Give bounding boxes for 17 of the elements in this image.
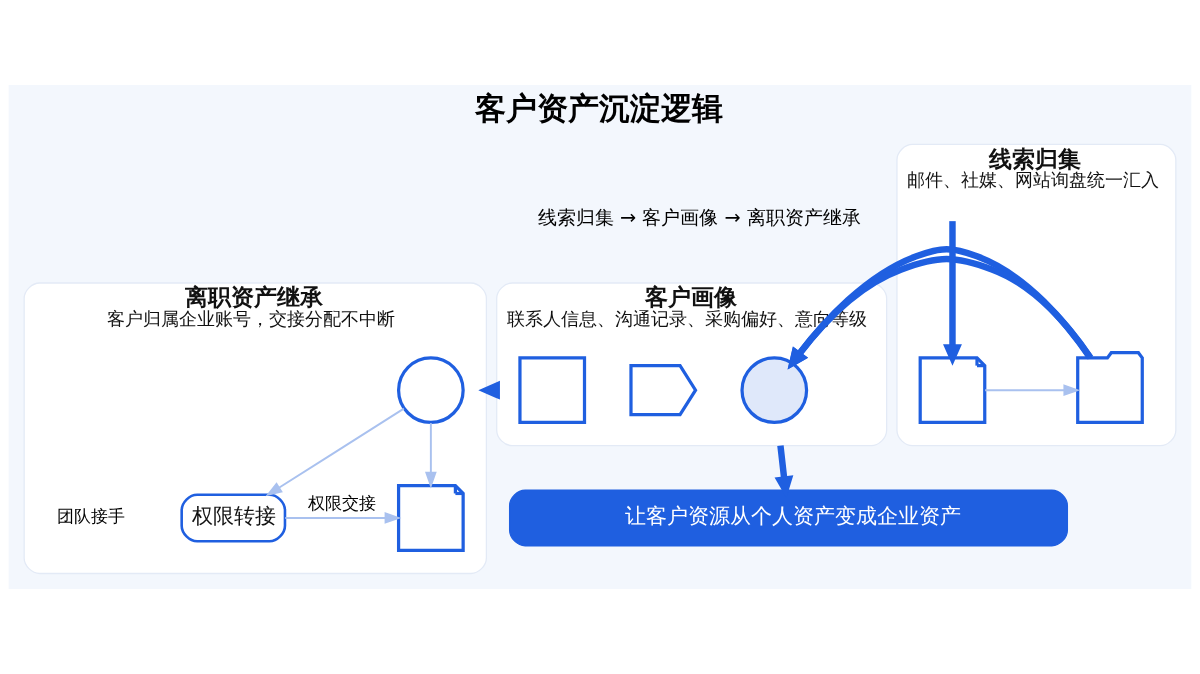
arrow bbox=[787, 246, 1094, 370]
node-box: 让客户资源从个人资产变成企业资产 bbox=[508, 489, 1069, 547]
label: 团队接手 bbox=[57, 506, 126, 527]
cluster: 线索归集 邮件、社媒、网站询盘统一汇入 bbox=[896, 143, 1177, 447]
arrow bbox=[265, 407, 405, 497]
node-person bbox=[740, 356, 809, 425]
label: 线索归集 → 客户画像 → 离职资产继承 bbox=[537, 206, 861, 230]
node-box: 权限转接 bbox=[180, 493, 287, 543]
arrow bbox=[284, 512, 402, 524]
node-folder bbox=[1076, 351, 1144, 425]
node-circle bbox=[396, 356, 465, 425]
diagram-title: 客户资产沉淀逻辑 bbox=[475, 89, 724, 126]
node-card bbox=[518, 356, 587, 425]
edge-label: 权限交接 bbox=[307, 493, 376, 514]
node-tag bbox=[629, 364, 698, 417]
arrow bbox=[984, 384, 1081, 397]
arrow bbox=[424, 422, 437, 489]
